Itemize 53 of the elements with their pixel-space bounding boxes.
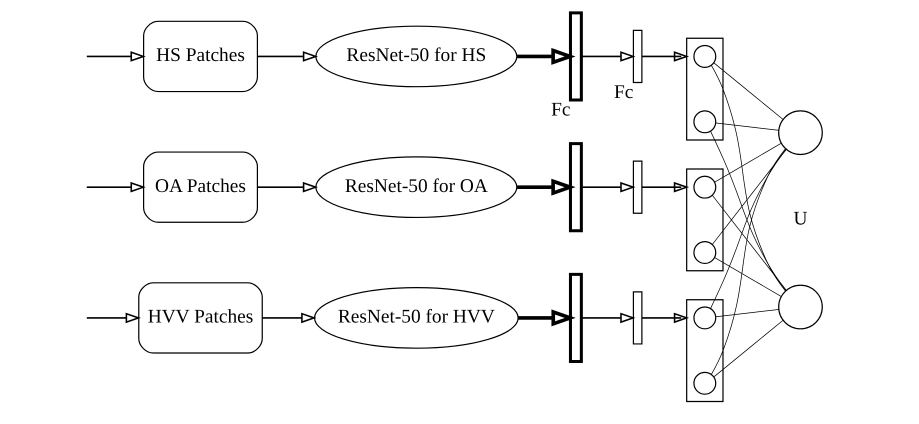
arrow [642,182,690,193]
node-bar [568,142,583,232]
node-bar [568,272,583,364]
node-bar [632,30,642,84]
arrow [517,48,576,65]
arrow [517,178,576,196]
arrow [258,182,318,193]
connector [714,257,782,297]
arrow [86,51,146,62]
node-circle [778,110,823,156]
arrow [581,312,636,324]
connector [712,149,786,245]
node-bar [632,160,642,214]
node-bar [568,11,583,102]
arrow [258,51,318,62]
arrow [642,312,690,324]
cluster [686,299,724,402]
connector [710,148,786,309]
node-bar [632,291,642,345]
connector [716,309,779,318]
node-label: Fc [614,82,634,103]
arrow [518,309,576,326]
node-box: HVV Patches [138,282,263,354]
cluster [686,38,724,141]
connector [712,195,786,290]
arrow [642,51,690,62]
label: U [793,208,808,230]
connector [714,320,784,378]
node-circle [693,44,716,68]
connector [711,148,786,375]
node-circle [693,110,716,134]
arrow [581,51,636,62]
arrow [86,312,141,324]
connector [711,64,786,292]
connector [710,130,786,291]
node-circle [778,284,823,330]
node-box: OA Patches [143,151,258,223]
arrow [581,182,636,193]
connector [714,142,782,183]
node-ellipse: ResNet-50 for OA [315,156,518,218]
node-ellipse: ResNet-50 for HVV [314,287,519,349]
node-circle [693,241,716,264]
node-box: HS Patches [143,20,258,92]
node-circle [693,372,716,395]
connector [716,122,779,131]
connector [714,62,784,120]
node-circle [693,176,716,199]
node-label: Fc [551,100,570,121]
arrow [86,182,146,193]
node-ellipse: ResNet-50 for HS [315,26,518,88]
arrow [262,312,316,324]
cluster [686,168,724,272]
node-circle [693,306,716,330]
